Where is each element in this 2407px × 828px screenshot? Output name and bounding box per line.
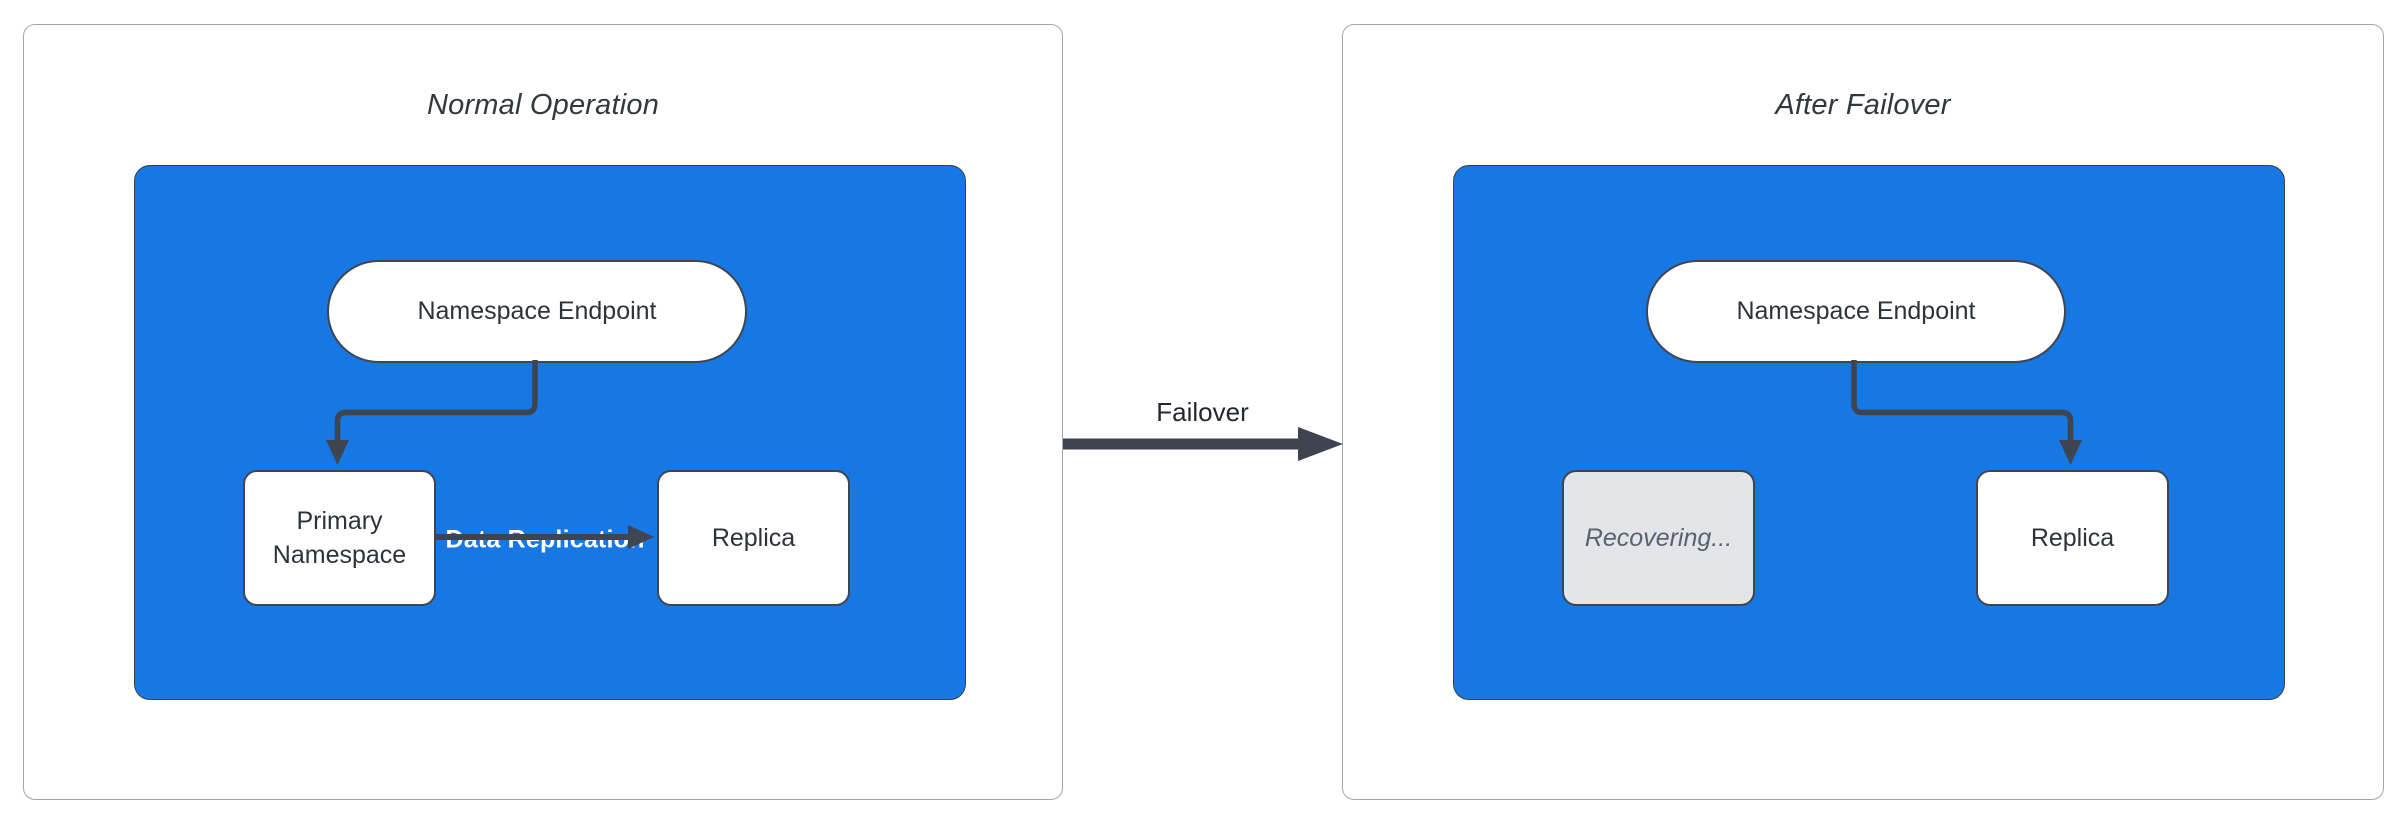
recovering-label: Recovering... xyxy=(1584,523,1733,552)
panel-title-normal-operation: Normal Operation xyxy=(426,89,660,121)
namespace-endpoint-label: Namespace Endpoint xyxy=(417,297,657,325)
namespace-container-normal: Namespace Endpoint Primary Namespace Rep… xyxy=(134,165,966,700)
failover-arrowhead xyxy=(1298,427,1343,461)
primary-namespace-label: Primary Namespace xyxy=(272,506,407,570)
panel-after-failover: After Failover Namespace Endpoint Recove… xyxy=(1342,24,2384,800)
failover-arrow xyxy=(1063,427,1343,461)
failover-label: Failover xyxy=(1156,397,1249,427)
replica-node-normal: Replica xyxy=(657,470,850,606)
namespace-endpoint-node-failover: Namespace Endpoint xyxy=(1646,260,2066,363)
panel-normal-operation: Normal Operation Namespace Endpoint Prim… xyxy=(23,24,1063,800)
panel-title-after-failover: After Failover xyxy=(1775,89,1951,121)
recovering-node: Recovering... xyxy=(1562,470,1755,606)
namespace-endpoint-label-failover: Namespace Endpoint xyxy=(1736,297,1976,325)
namespace-endpoint-node: Namespace Endpoint xyxy=(327,260,747,363)
data-replication-label: Data Replication xyxy=(439,522,651,558)
replica-label-normal: Replica xyxy=(711,523,796,552)
replica-label-failover: Replica xyxy=(2030,523,2115,552)
replica-node-failover: Replica xyxy=(1976,470,2169,606)
namespace-container-failover: Namespace Endpoint Recovering... Replica xyxy=(1453,165,2285,700)
primary-namespace-node: Primary Namespace xyxy=(243,470,436,606)
